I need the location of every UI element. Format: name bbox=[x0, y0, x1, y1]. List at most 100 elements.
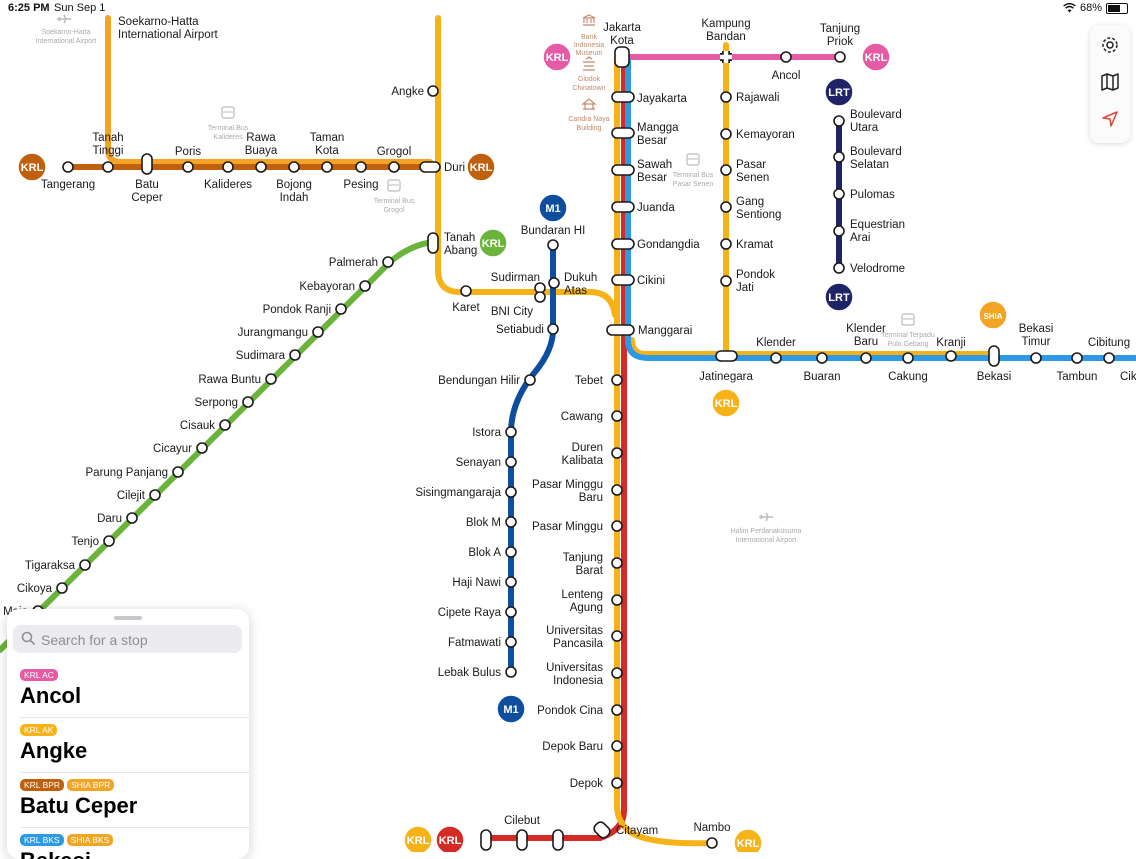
station-pill-juanda[interactable] bbox=[611, 201, 635, 213]
station-label-citayam[interactable]: Citayam bbox=[616, 825, 658, 837]
station-label-lebak-bulus[interactable]: Lebak Bulus bbox=[438, 667, 502, 679]
station-label-cilejit[interactable]: Cilejit bbox=[117, 490, 146, 502]
station-tanjung-priok[interactable] bbox=[834, 51, 846, 63]
station-label-depok-baru[interactable]: Depok Baru bbox=[542, 741, 603, 753]
station-grogol[interactable] bbox=[388, 161, 400, 173]
station-label-duri[interactable]: Duri bbox=[444, 162, 465, 174]
station-blok-m[interactable] bbox=[505, 516, 517, 528]
station-parung-panjang[interactable] bbox=[172, 466, 184, 478]
station-label-cicayur[interactable]: Cicayur bbox=[153, 443, 192, 455]
station-serpong[interactable] bbox=[242, 396, 254, 408]
station-label-manggarai[interactable]: Manggarai bbox=[638, 325, 692, 337]
panel-grabber[interactable] bbox=[114, 616, 142, 620]
station-klender-baru[interactable] bbox=[860, 352, 872, 364]
station-label-juanda[interactable]: Juanda bbox=[637, 202, 675, 214]
station-cibitung[interactable] bbox=[1103, 352, 1115, 364]
station-label-sudimara[interactable]: Sudimara bbox=[236, 350, 286, 362]
station-label-cibitung[interactable]: Cibitung bbox=[1088, 337, 1130, 349]
station-cakung[interactable] bbox=[902, 352, 914, 364]
station-bendungan-hilir[interactable] bbox=[524, 374, 536, 386]
station-label-kebayoran[interactable]: Kebayoran bbox=[299, 281, 355, 293]
station-label-parung-panjang[interactable]: Parung Panjang bbox=[86, 467, 168, 479]
station-lenteng-agung[interactable] bbox=[611, 594, 623, 606]
station-label-sisingamangaraja[interactable]: Sisingmangaraja bbox=[415, 487, 501, 499]
station-pill-cilebut-b[interactable] bbox=[516, 829, 528, 851]
station-boulevard-selatan[interactable] bbox=[833, 151, 845, 163]
station-pill-tanah-abang[interactable] bbox=[427, 232, 439, 254]
station-karet[interactable] bbox=[460, 285, 472, 297]
station-gang-sentiong[interactable] bbox=[720, 201, 732, 213]
station-pill-manggarai[interactable] bbox=[606, 324, 635, 336]
station-kemayoran[interactable] bbox=[720, 128, 732, 140]
station-label-bundaran-hi[interactable]: Bundaran HI bbox=[521, 225, 586, 237]
station-label-rajawali[interactable]: Rajawali bbox=[736, 92, 779, 104]
station-pasar-minggu[interactable] bbox=[611, 520, 623, 532]
station-label-buaran[interactable]: Buaran bbox=[803, 371, 840, 383]
station-label-tambun[interactable]: Tambun bbox=[1057, 371, 1098, 383]
station-label-cakung[interactable]: Cakung bbox=[888, 371, 928, 383]
station-pill-cilebut-a[interactable] bbox=[480, 829, 492, 851]
station-kalideres[interactable] bbox=[222, 161, 234, 173]
station-pill-jatinegara[interactable] bbox=[715, 350, 738, 362]
station-label-jayakarta[interactable]: Jayakarta bbox=[637, 93, 687, 105]
station-tebet[interactable] bbox=[611, 374, 623, 386]
station-label-fatmawati[interactable]: Fatmawati bbox=[448, 637, 501, 649]
station-rawa-buntu[interactable] bbox=[265, 373, 277, 385]
station-poris[interactable] bbox=[182, 161, 194, 173]
station-buaran[interactable] bbox=[816, 352, 828, 364]
station-kebayoran[interactable] bbox=[359, 280, 371, 292]
station-fatmawati[interactable] bbox=[505, 636, 517, 648]
station-label-pulomas[interactable]: Pulomas bbox=[850, 189, 895, 201]
station-label-daru[interactable]: Daru bbox=[97, 513, 122, 525]
station-label-istora[interactable]: Istora bbox=[472, 427, 501, 439]
station-label-setiabudi[interactable]: Setiabudi bbox=[496, 324, 544, 336]
station-klender[interactable] bbox=[770, 352, 782, 364]
station-sudimara[interactable] bbox=[289, 349, 301, 361]
line-badge-krl-2[interactable]: KRL bbox=[478, 228, 508, 258]
station-tambun[interactable] bbox=[1071, 352, 1083, 364]
station-depok[interactable] bbox=[611, 777, 623, 789]
station-label-velodrome[interactable]: Velodrome bbox=[850, 263, 905, 275]
station-cilejit[interactable] bbox=[149, 489, 161, 501]
station-label-kramat[interactable]: Kramat bbox=[736, 239, 774, 251]
station-label-pondok-ranji[interactable]: Pondok Ranji bbox=[263, 304, 331, 316]
station-label-palmerah[interactable]: Palmerah bbox=[329, 257, 378, 269]
station-pill-mangga-besar[interactable] bbox=[611, 127, 635, 139]
settings-button[interactable] bbox=[1090, 27, 1130, 63]
station-depok-baru[interactable] bbox=[611, 740, 623, 752]
station-palmerah[interactable] bbox=[382, 256, 394, 268]
station-label-blok-m[interactable]: Blok M bbox=[466, 517, 501, 529]
station-blok-a[interactable] bbox=[505, 546, 517, 558]
line-badge-krl-3[interactable]: KRL bbox=[542, 42, 572, 72]
station-label-cawang[interactable]: Cawang bbox=[561, 411, 603, 423]
station-pill-gondangdia[interactable] bbox=[611, 238, 635, 250]
station-pesing[interactable] bbox=[355, 161, 367, 173]
station-cisauk[interactable] bbox=[219, 419, 231, 431]
station-nambo[interactable] bbox=[706, 837, 718, 849]
station-rawa-buaya[interactable] bbox=[255, 161, 267, 173]
station-tanjung-barat[interactable] bbox=[611, 557, 623, 569]
line-badge-shia-10[interactable]: SHIA bbox=[978, 300, 1008, 330]
station-label-karet[interactable]: Karet bbox=[452, 302, 480, 314]
station-pill-batu-ceper[interactable] bbox=[141, 153, 153, 175]
line-badge-krl-12[interactable]: KRL bbox=[435, 825, 465, 852]
station-istora[interactable] bbox=[505, 426, 517, 438]
station-label-cilebut[interactable]: Cilebut bbox=[504, 815, 541, 827]
station-sisingamangaraja[interactable] bbox=[505, 486, 517, 498]
line-badge-krl-4[interactable]: KRL bbox=[861, 42, 891, 72]
station-label-tebet[interactable]: Tebet bbox=[575, 375, 604, 387]
station-label-cipete-raya[interactable]: Cipete Raya bbox=[438, 607, 502, 619]
station-label-rawa-buntu[interactable]: Rawa Buntu bbox=[198, 374, 261, 386]
station-daru[interactable] bbox=[126, 512, 138, 524]
station-pill-citayam[interactable] bbox=[592, 820, 612, 840]
station-tanah-tinggi[interactable] bbox=[102, 161, 114, 173]
